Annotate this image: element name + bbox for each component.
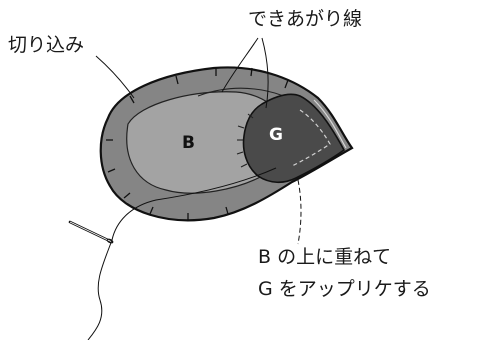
leader-cut-notches bbox=[95, 55, 135, 99]
applique-dashed-seam bbox=[291, 109, 331, 167]
leader-applique bbox=[297, 179, 302, 245]
needle bbox=[68, 220, 114, 244]
piece-g-letter: G bbox=[269, 125, 283, 145]
piece-b-letter: B bbox=[182, 133, 195, 153]
instruction-line-1: B の上に重ねて bbox=[258, 246, 392, 268]
cut-notches-label: 切り込み bbox=[8, 34, 85, 56]
leader-seam-line-1 bbox=[221, 37, 259, 93]
thread bbox=[87, 167, 277, 340]
leader-seam-line-2 bbox=[261, 37, 269, 109]
seam-line-label: できあがり線 bbox=[248, 8, 363, 30]
cut-notches bbox=[106, 67, 289, 220]
edge-highlight bbox=[313, 99, 347, 149]
instruction-line-2: G をアップリケする bbox=[258, 278, 431, 300]
applique-clip-marks bbox=[236, 113, 254, 168]
applique-piece-g bbox=[242, 93, 346, 184]
